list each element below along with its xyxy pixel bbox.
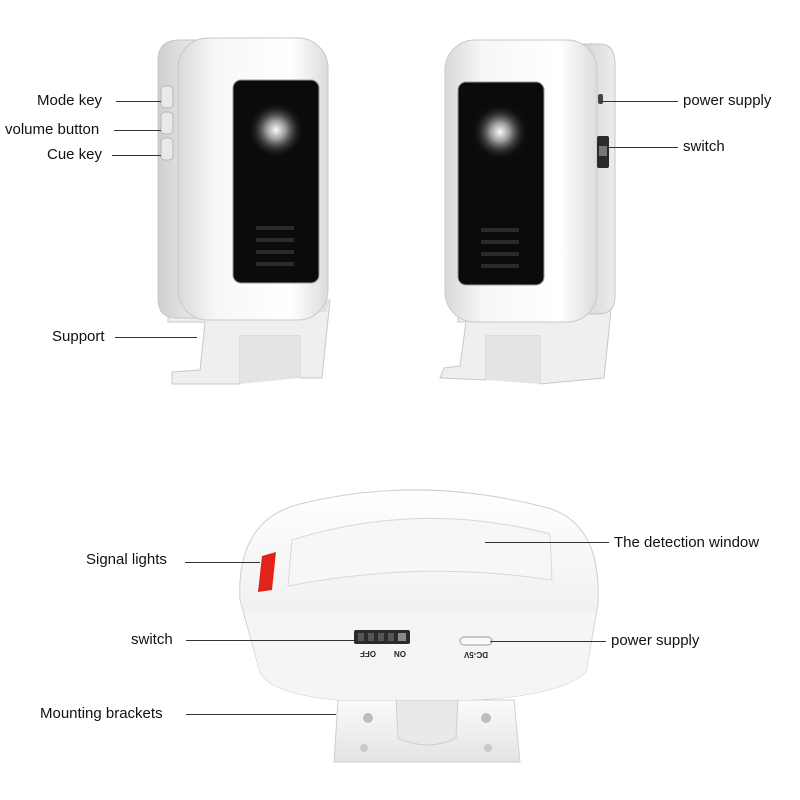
label-detection-window: The detection window [614, 534, 760, 551]
switch-off-marking: OFF [360, 649, 376, 658]
leader-line [114, 130, 161, 131]
leader-line [485, 542, 609, 543]
leader-line [185, 562, 260, 563]
pir-sensor-unit: ON OFF DC-5V [239, 489, 599, 763]
power-port-right [598, 94, 603, 104]
leader-line [116, 101, 161, 102]
cue-key-button [160, 137, 174, 161]
label-mode-key: Mode key [37, 92, 103, 109]
label-switch-c: switch [131, 631, 173, 648]
dc-marking: DC-5V [463, 650, 488, 659]
label-cue-key: Cue key [47, 146, 103, 163]
label-power-supply-b: power supply [683, 92, 772, 109]
leader-line [608, 147, 678, 148]
label-volume-button: volume button [5, 121, 100, 138]
leader-line [115, 337, 197, 338]
receiver-unit-left [157, 37, 331, 385]
leader-line [186, 714, 336, 715]
mode-key-button [160, 85, 174, 109]
label-support: Support [52, 328, 105, 345]
leader-line [490, 641, 606, 642]
label-power-supply-c: power supply [611, 632, 700, 649]
power-port-sensor [459, 636, 493, 646]
leader-line [186, 640, 354, 641]
label-signal-lights: Signal lights [86, 551, 167, 568]
signal-light [258, 552, 276, 592]
label-switch-b: switch [683, 138, 725, 155]
label-mounting-brackets: Mounting brackets [40, 705, 163, 722]
mounting-bracket [333, 697, 521, 763]
volume-button [160, 111, 174, 135]
leader-line [600, 101, 678, 102]
receiver-unit-right [439, 39, 616, 385]
leader-line [112, 155, 161, 156]
switch-on-marking: ON [394, 649, 406, 658]
